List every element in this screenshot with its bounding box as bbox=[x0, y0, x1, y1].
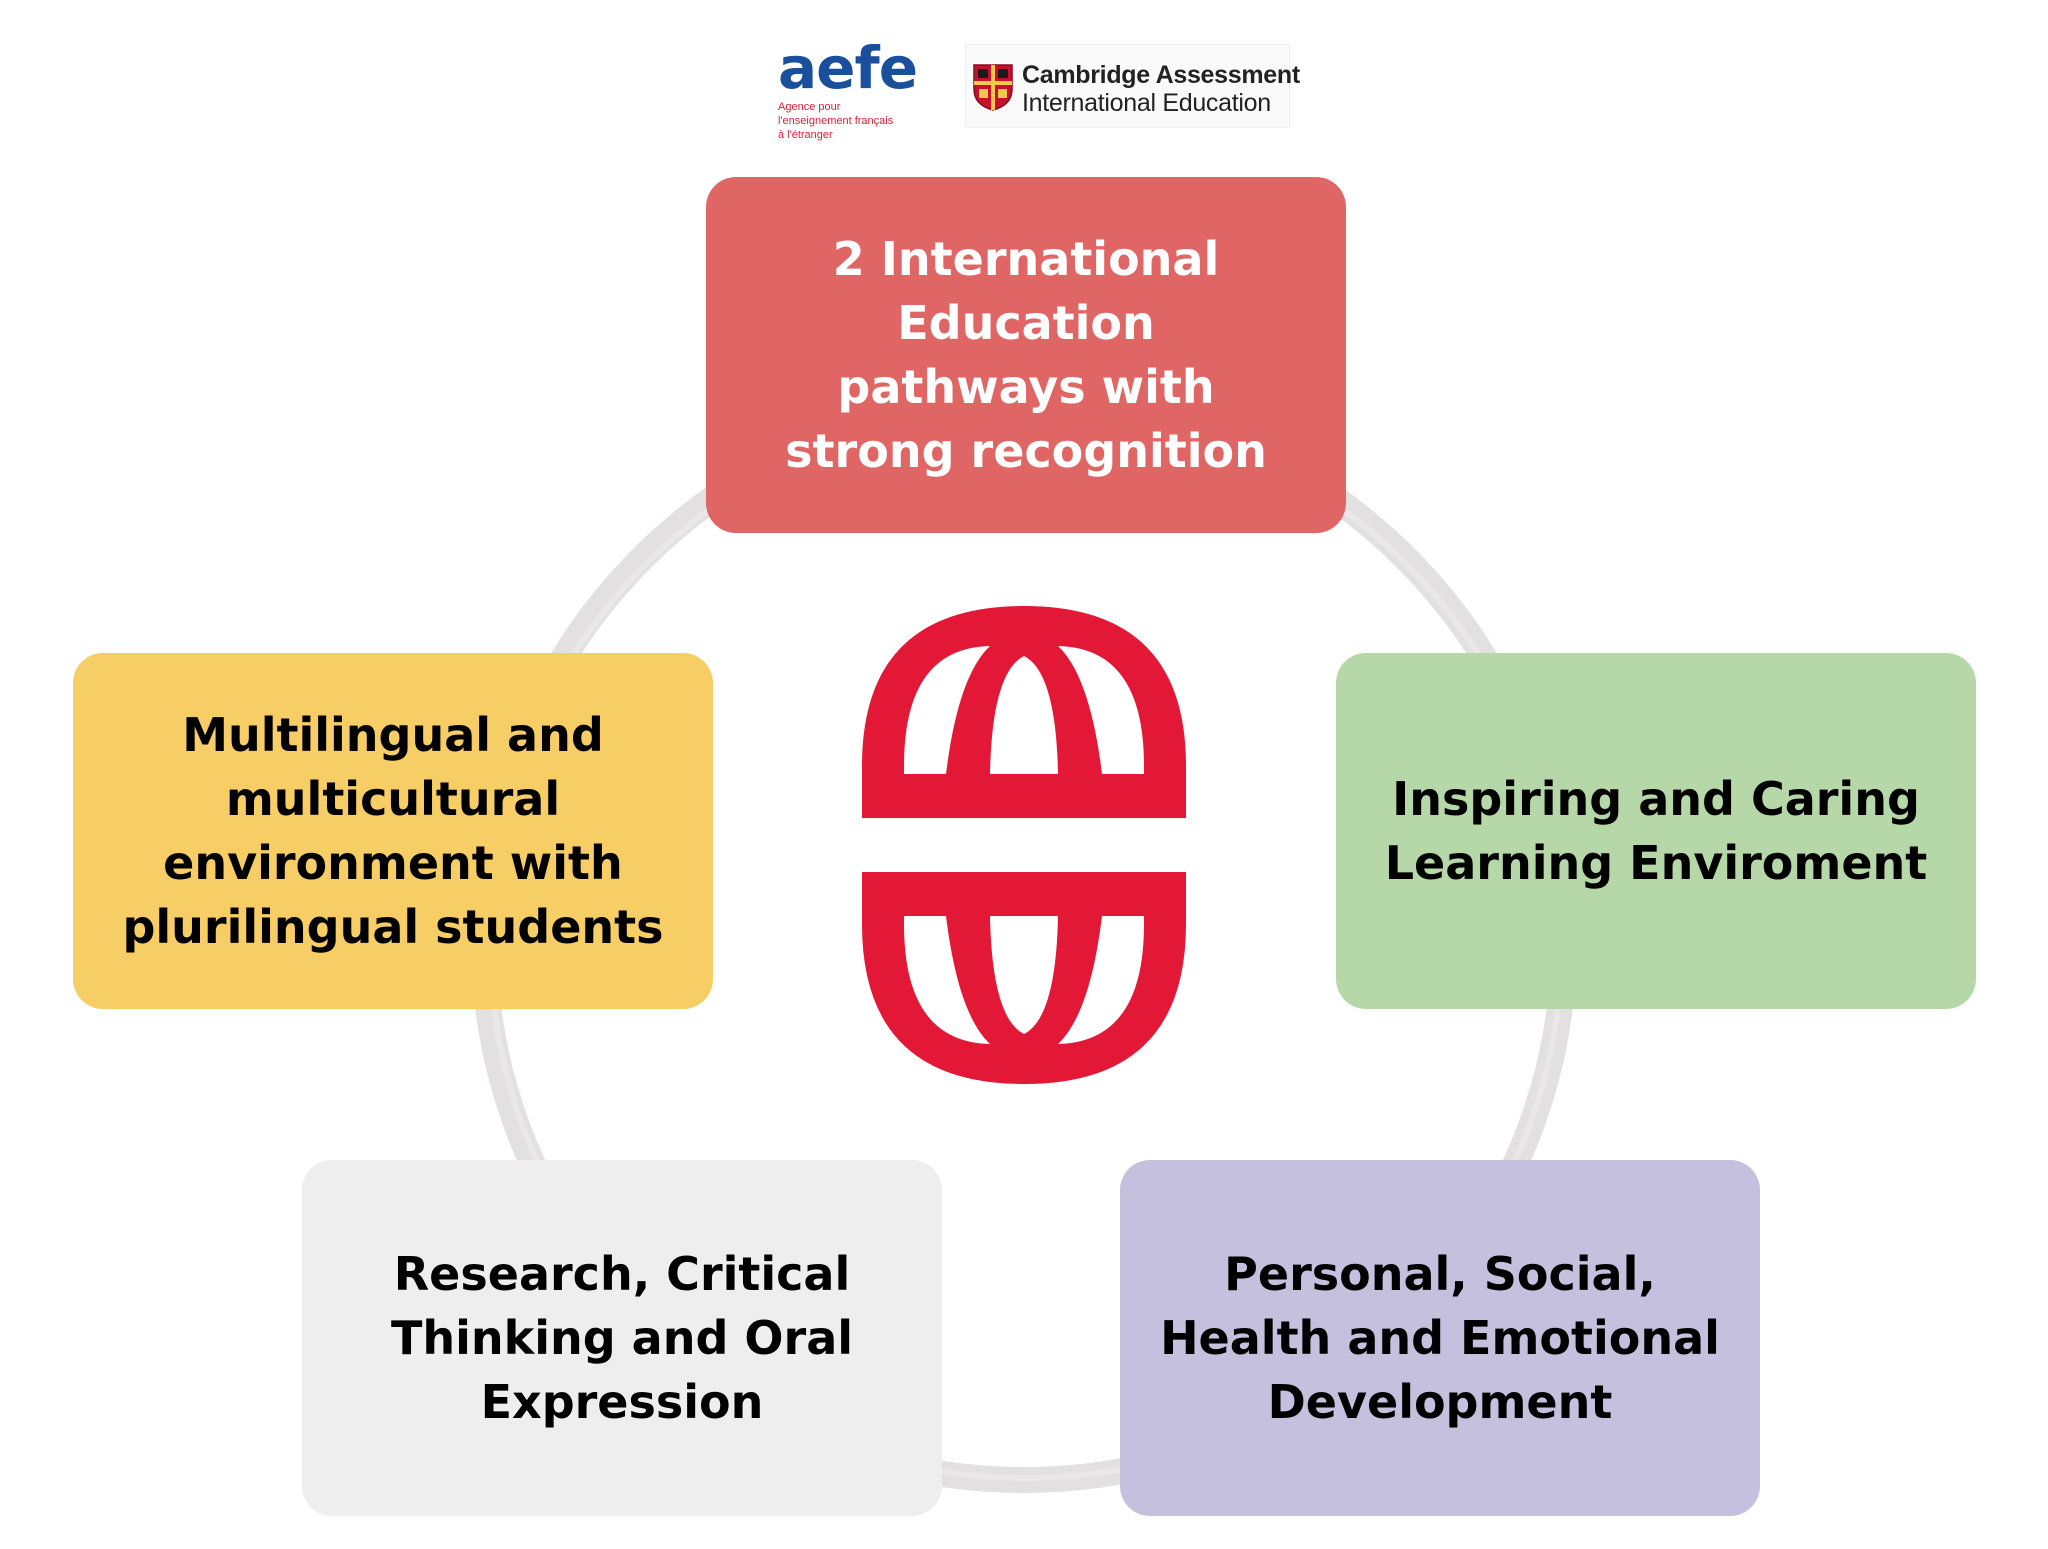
pillar-label: Personal, Social, Health and Emotional D… bbox=[1160, 1247, 1720, 1429]
aefe-tagline-line: à l'étranger bbox=[778, 129, 833, 141]
aefe-tagline-line: Agence pour bbox=[778, 101, 841, 113]
pillar-label: Multilingual and multicultural environme… bbox=[122, 708, 664, 954]
aefe-tagline: Agence pour l'enseignement français à l'… bbox=[778, 100, 928, 142]
pillar-label: Inspiring and Caring Learning Enviroment bbox=[1384, 772, 1928, 890]
cambridge-shield-icon bbox=[973, 64, 1013, 111]
cambridge-line1: Cambridge Assessment bbox=[1022, 61, 1300, 89]
pillar-label: 2 International Education pathways with … bbox=[785, 232, 1267, 478]
pillar-label: Research, Critical Thinking and Oral Exp… bbox=[390, 1247, 854, 1429]
aefe-tagline-line: l'enseignement français bbox=[778, 115, 894, 127]
pillar-critical-thinking: Research, Critical Thinking and Oral Exp… bbox=[302, 1160, 942, 1516]
cambridge-logo: Cambridge Assessment International Educa… bbox=[965, 44, 1300, 128]
aefe-logo: aefe Agence pour l'enseignement français… bbox=[778, 38, 928, 142]
aefe-wordmark: aefe bbox=[778, 34, 918, 102]
school-emblem-icon bbox=[862, 606, 1186, 1084]
pillar-caring-environment: Inspiring and Caring Learning Enviroment bbox=[1336, 653, 1976, 1009]
pillar-multilingual: Multilingual and multicultural environme… bbox=[73, 653, 713, 1009]
cambridge-line2: International Education bbox=[1022, 89, 1271, 117]
pillar-personal-development: Personal, Social, Health and Emotional D… bbox=[1120, 1160, 1760, 1516]
pillar-international-pathways: 2 International Education pathways with … bbox=[706, 177, 1346, 533]
